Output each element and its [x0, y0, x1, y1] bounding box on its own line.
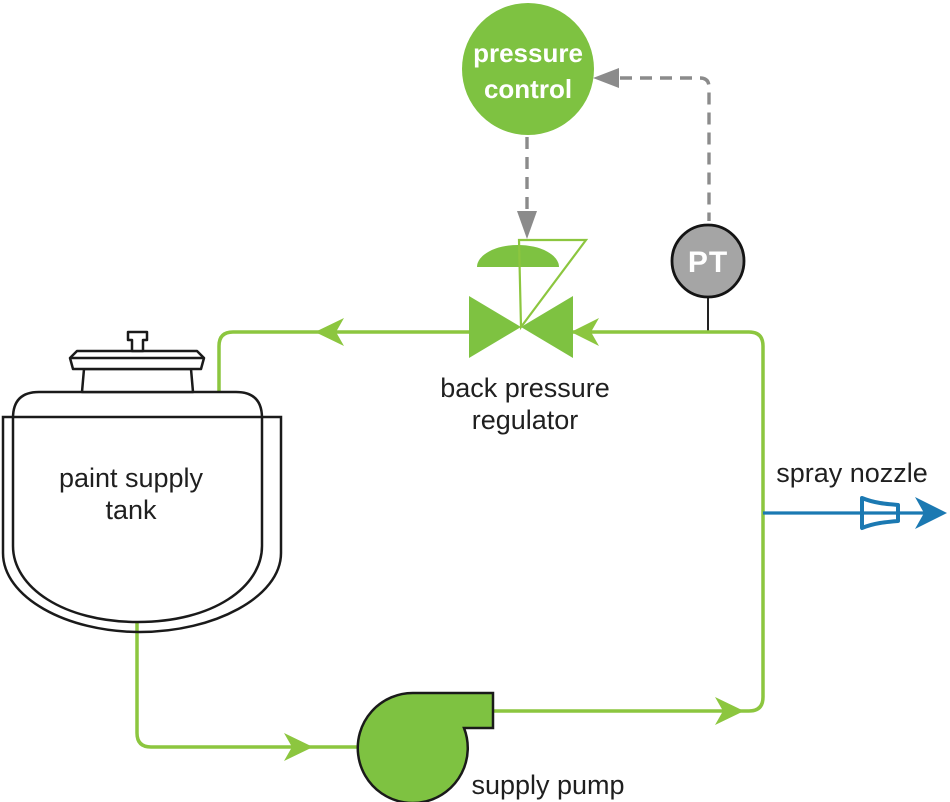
tank-label-line1: paint supply — [59, 463, 204, 493]
regulator-label-line1: back pressure — [440, 373, 610, 403]
flow-arrow-into-valve-icon — [571, 318, 599, 346]
nozzle-spray-arrow-icon — [915, 497, 947, 529]
tank-label-line2: tank — [105, 495, 157, 525]
pump-body — [356, 691, 495, 802]
regulator-label-line2: regulator — [472, 405, 579, 435]
tank-outer-shell — [1, 415, 283, 634]
pressure-control-circle — [462, 3, 594, 135]
flow-arrow-pump-discharge-icon — [715, 697, 744, 725]
process-pipes — [135, 318, 765, 761]
pt-circle — [670, 223, 746, 299]
pressure-control-label-line1: pressure — [473, 38, 583, 68]
pressure-transmitter-node: PT — [670, 223, 746, 333]
spray-nozzle-symbol: spray nozzle — [763, 458, 947, 530]
valve-actuator-dome — [477, 245, 559, 267]
tank-lid-knob — [126, 330, 149, 353]
flow-arrow-left-to-tank-icon — [315, 318, 344, 346]
signal-arrow-left-icon — [593, 68, 619, 88]
signal-line-pt-to-controller — [620, 76, 711, 221]
pressure-control-label-line2: control — [484, 74, 572, 104]
pressure-control-node: pressure control — [462, 3, 594, 135]
signal-arrow-down-icon — [517, 211, 537, 239]
pt-label: PT — [688, 246, 728, 279]
supply-pump-label: supply pump — [471, 770, 624, 800]
spray-nozzle-label: spray nozzle — [776, 458, 928, 488]
valve-pennant — [517, 238, 589, 331]
back-pressure-regulator-symbol: back pressure regulator — [440, 238, 610, 435]
tank-lid-neck — [80, 367, 195, 394]
signal-lines — [517, 68, 711, 239]
paint-supply-tank-symbol: paint supply tank — [1, 330, 283, 634]
supply-pump-symbol: supply pump — [356, 691, 625, 802]
tank-lid-flange — [68, 349, 206, 371]
pipe-valve-to-tank — [217, 330, 500, 400]
tank-inner-vessel — [11, 390, 264, 624]
pipe-pump-to-valve — [490, 330, 765, 713]
pipe-tank-to-pump — [135, 618, 362, 749]
flow-arrow-into-pump-icon — [284, 733, 313, 761]
